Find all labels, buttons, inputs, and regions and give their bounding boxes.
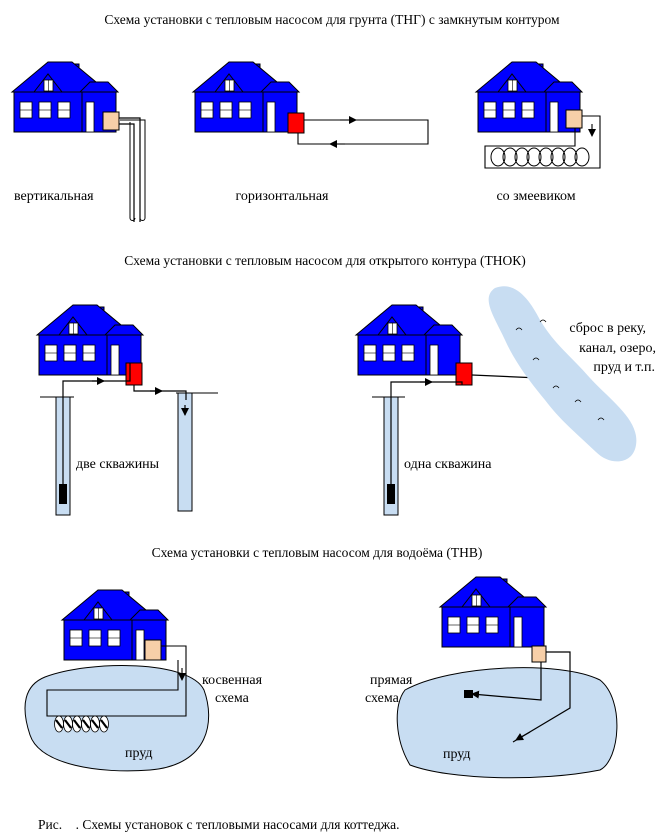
heat-pump-icon [102, 111, 120, 131]
heading-open-loop: Схема установки с тепловым насосом для о… [124, 253, 526, 268]
scheme-coil: со змеевиком [475, 61, 601, 204]
scheme-direct: прямая схема пруд [365, 576, 618, 779]
label-indirect-1: косвенная [202, 673, 263, 688]
label-direct-2: схема [365, 691, 400, 706]
label-direct-1: прямая [370, 673, 413, 688]
figure-caption: Рис. . Схемы установок с тепловыми насос… [38, 817, 399, 832]
river: сброс в реку, канал, озеро, пруд и т.п. [488, 286, 656, 462]
house-icon [355, 304, 463, 376]
ground-coil [490, 147, 590, 167]
label-discharge-1: сброс в реку, [569, 321, 646, 336]
heading-ground-closed-loop: Схема установки с тепловым насосом для г… [104, 12, 560, 27]
label-two-wells: две скважины [76, 457, 160, 472]
label-vertical: вертикальная [14, 189, 94, 204]
pump-icon [387, 484, 395, 504]
heat-pump-icon [125, 362, 143, 386]
scheme-two-wells: две скважины [36, 304, 218, 516]
house-icon [192, 61, 300, 133]
scheme-one-well: одна скважина [355, 304, 563, 516]
pump-icon [59, 484, 67, 504]
label-horizontal: горизонтальная [236, 189, 330, 204]
heat-pump-icon [455, 362, 473, 386]
pond-right [396, 667, 618, 779]
label-coil: со змеевиком [496, 189, 575, 204]
label-discharge-2: канал, озеро, [579, 341, 656, 356]
label-discharge-3: пруд и т.п. [593, 360, 655, 375]
label-pond-left: пруд [125, 746, 153, 761]
pond-left [24, 665, 210, 772]
heat-pump-icon [287, 112, 305, 134]
scheme-horizontal: горизонтальная [192, 61, 429, 204]
heat-pump-icon [144, 639, 162, 661]
heat-pump-icon [531, 645, 547, 663]
well-right [177, 392, 193, 512]
scheme-indirect: косвенная схема пруд [24, 589, 263, 772]
scheme-vertical: вертикальная [11, 61, 146, 222]
pump-icon [464, 690, 473, 698]
house-icon [439, 576, 547, 648]
label-indirect-2: схема [215, 691, 250, 706]
label-one-well: одна скважина [404, 457, 492, 472]
heat-pump-icon [565, 109, 583, 129]
label-pond-right: пруд [443, 747, 471, 762]
house-icon [11, 61, 119, 133]
heading-water-body: Схема установки с тепловым насосом для в… [152, 545, 483, 560]
